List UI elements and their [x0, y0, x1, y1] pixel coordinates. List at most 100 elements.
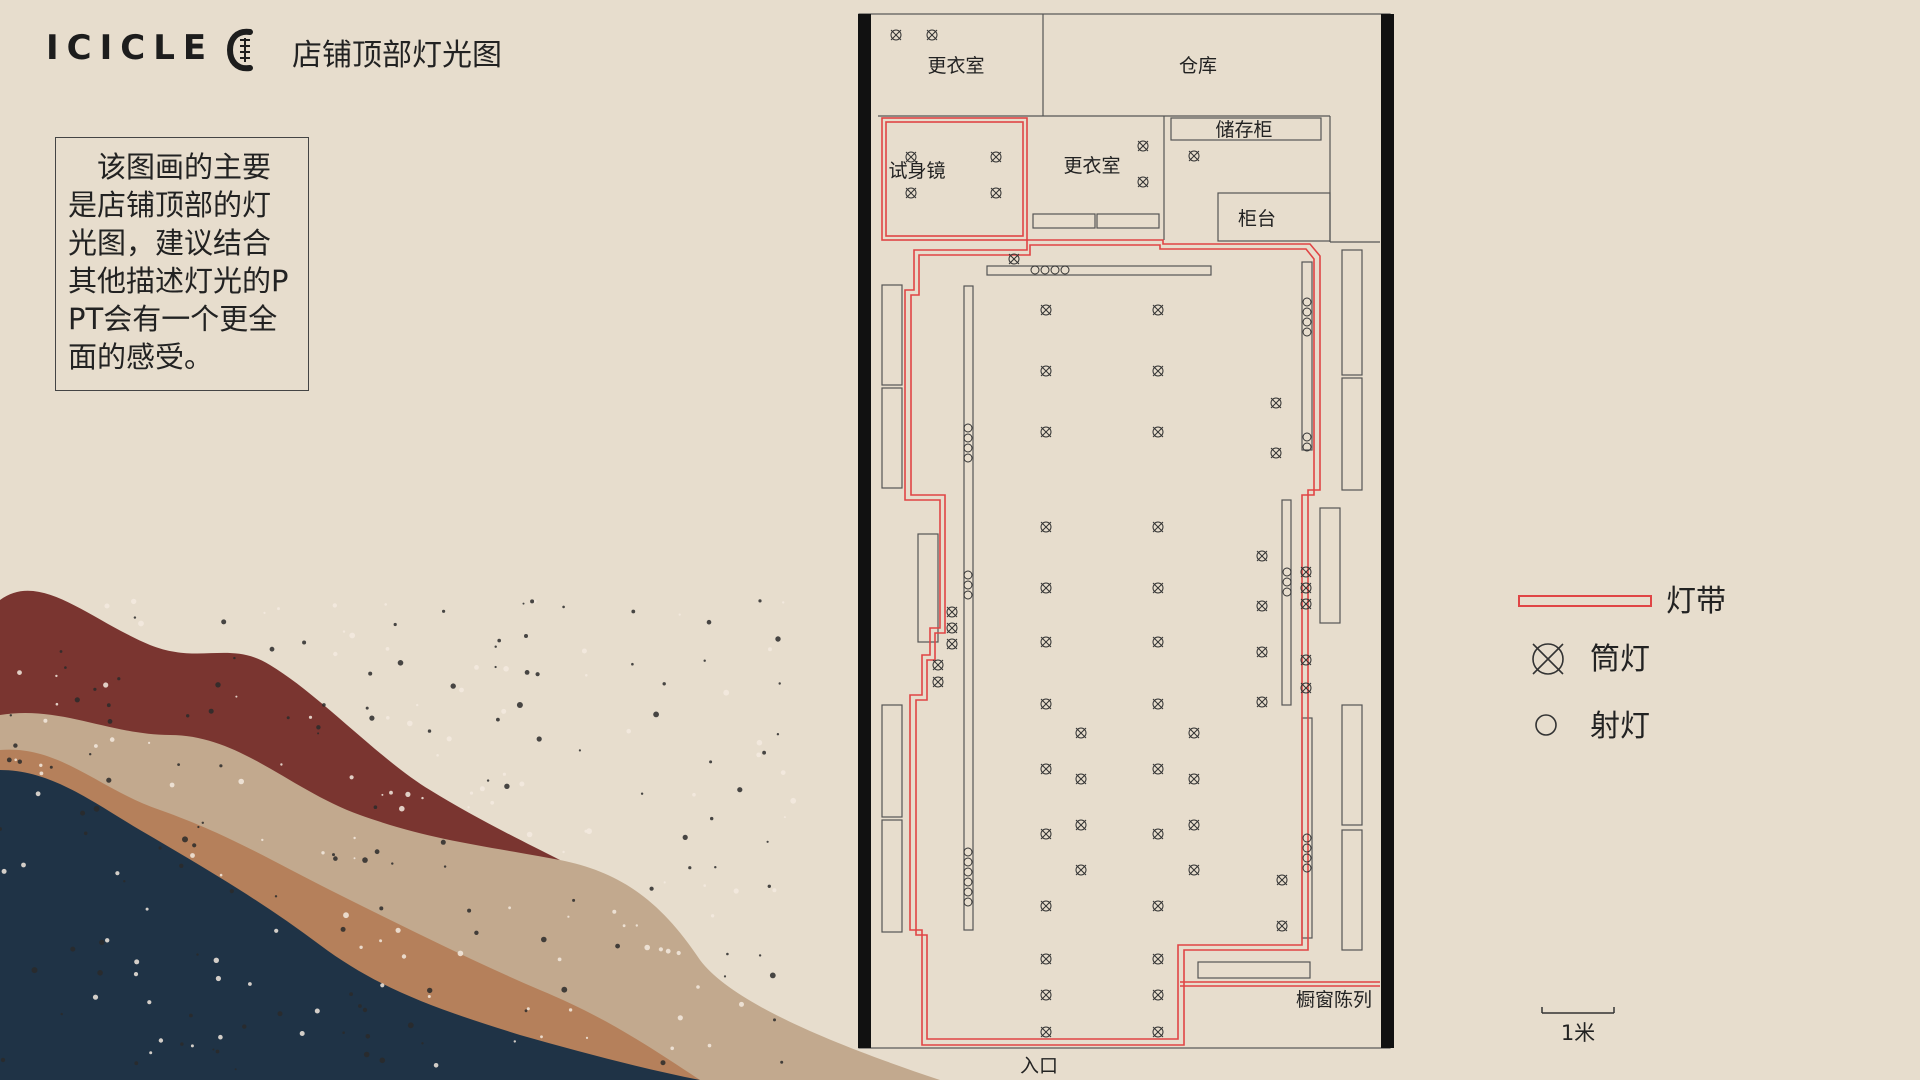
speckle: [496, 717, 500, 722]
speckle: [503, 666, 509, 672]
wall-panel-l4: [881, 704, 903, 818]
down-light-icon: [1300, 654, 1312, 666]
speckle: [635, 924, 638, 927]
speckle: [405, 791, 411, 798]
down-light-icon: [1152, 698, 1164, 710]
spot-light-icon: [963, 423, 973, 433]
down-light-icon: [1256, 550, 1268, 562]
speckle: [723, 975, 727, 978]
speckle: [31, 967, 38, 974]
speckle: [450, 683, 456, 689]
speckle: [373, 805, 378, 809]
down-light-icon: [890, 29, 902, 41]
down-light-icon: [1040, 582, 1052, 594]
spot-light-icon: [963, 897, 973, 907]
speckle: [134, 959, 140, 965]
speckle: [726, 952, 729, 956]
speckle: [665, 948, 671, 954]
speckle: [433, 1063, 439, 1068]
speckle: [363, 1051, 370, 1058]
window-display-platform: [1197, 961, 1311, 979]
speckle: [49, 765, 53, 769]
down-light-icon: [1040, 698, 1052, 710]
speckle: [277, 1011, 283, 1017]
speckle: [557, 957, 562, 962]
down-light-icon: [1152, 828, 1164, 840]
speckle: [109, 737, 115, 742]
down-light-icon: [1152, 763, 1164, 775]
speckle: [138, 620, 144, 627]
speckle: [567, 915, 570, 918]
speckle: [739, 1001, 744, 1007]
down-light-icon: [1040, 900, 1052, 912]
legend-spot-light-label: 射灯: [1590, 709, 1650, 744]
down-light-icon: [1152, 953, 1164, 965]
speckle: [427, 987, 433, 994]
down-light-icon: [1137, 140, 1149, 152]
down-light-icon: [1256, 646, 1268, 658]
wall-panel-r1: [1341, 249, 1363, 376]
speckle: [692, 792, 696, 797]
bench-b: [1096, 213, 1160, 229]
speckle: [407, 1022, 414, 1029]
speckle: [622, 924, 626, 928]
speckle: [442, 609, 446, 613]
speckle: [678, 613, 681, 616]
speckle: [767, 884, 771, 888]
down-light-icon: [1188, 819, 1200, 831]
down-light-icon: [1276, 920, 1288, 932]
speckle: [92, 994, 99, 1000]
speckle: [427, 729, 432, 733]
speckle: [535, 672, 540, 677]
spot-light-icon: [1282, 567, 1292, 577]
speckle: [362, 857, 368, 863]
shelf-right-upper: [1301, 261, 1313, 451]
speckle: [17, 759, 22, 764]
speckle: [6, 757, 12, 763]
speckle: [93, 687, 97, 691]
down-light-icon: [1152, 304, 1164, 316]
description-box: 该图画的主要是店铺顶部的灯光图，建议结合其他描述灯光的PPT会有一个更全面的感受…: [55, 137, 309, 391]
speckle: [783, 816, 786, 819]
speckle: [149, 1051, 153, 1055]
speckle: [99, 939, 105, 946]
down-light-icon: [1270, 397, 1282, 409]
spot-light-icon: [1302, 307, 1312, 317]
strip-light-mirror-outer: [881, 117, 1028, 241]
speckle: [201, 821, 204, 824]
speckle: [737, 787, 743, 793]
speckle: [17, 670, 22, 675]
spot-light-icon: [1302, 297, 1312, 307]
down-light-icon: [946, 638, 958, 650]
down-light-icon: [1040, 953, 1052, 965]
speckle: [572, 898, 576, 902]
speckle: [399, 805, 405, 812]
speckle: [145, 907, 149, 911]
down-light-icon: [932, 659, 944, 671]
bench-a: [1032, 213, 1096, 229]
speckle: [733, 888, 739, 894]
speckle: [682, 834, 688, 841]
speckle: [215, 975, 221, 982]
speckle: [70, 946, 76, 952]
spot-light-icon: [1302, 442, 1312, 452]
speckle: [440, 839, 446, 845]
speckle: [131, 598, 137, 605]
spot-light-icon: [963, 857, 973, 867]
speckle: [709, 760, 713, 764]
spot-light-icon: [963, 453, 973, 463]
speckle: [215, 1049, 220, 1054]
brand-name: ICICLE: [46, 28, 215, 68]
speckle: [182, 836, 188, 843]
down-lights: [890, 29, 1312, 1038]
speckle: [714, 866, 717, 869]
speckle: [13, 743, 18, 748]
wall-panel-r3: [1319, 507, 1341, 624]
down-light-icon: [990, 151, 1002, 163]
strip-light-mirror-inner: [885, 121, 1024, 237]
speckle: [769, 972, 776, 979]
speckle: [773, 1018, 776, 1022]
speckle: [631, 609, 636, 614]
speckle: [508, 906, 511, 910]
